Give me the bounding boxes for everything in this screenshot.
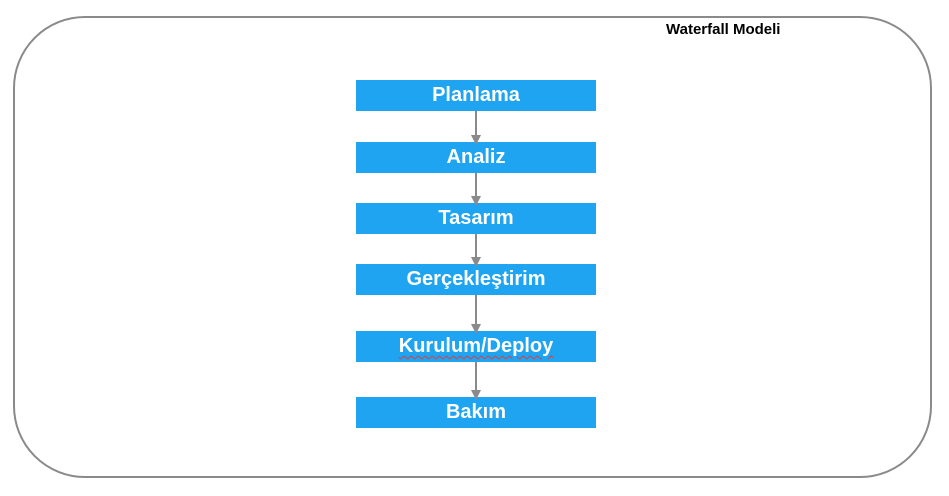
step-label: Planlama bbox=[432, 84, 520, 106]
step-gerceklestirim: Gerçekleştirim bbox=[356, 264, 596, 295]
step-analiz: Analiz bbox=[356, 142, 596, 173]
step-label: Tasarım bbox=[438, 207, 514, 229]
step-bakim: Bakım bbox=[356, 397, 596, 428]
step-label: Bakım bbox=[445, 401, 507, 423]
step-label: Kurulum/Deploy bbox=[398, 335, 554, 357]
step-tasarim: Tasarım bbox=[356, 203, 596, 234]
step-label: Analiz bbox=[446, 146, 506, 168]
step-kurulum-deploy: Kurulum/Deploy bbox=[356, 331, 596, 362]
step-label: Gerçekleştirim bbox=[406, 268, 546, 290]
step-planlama: Planlama bbox=[356, 80, 596, 111]
diagram-title: Waterfall Modeli bbox=[666, 21, 781, 38]
